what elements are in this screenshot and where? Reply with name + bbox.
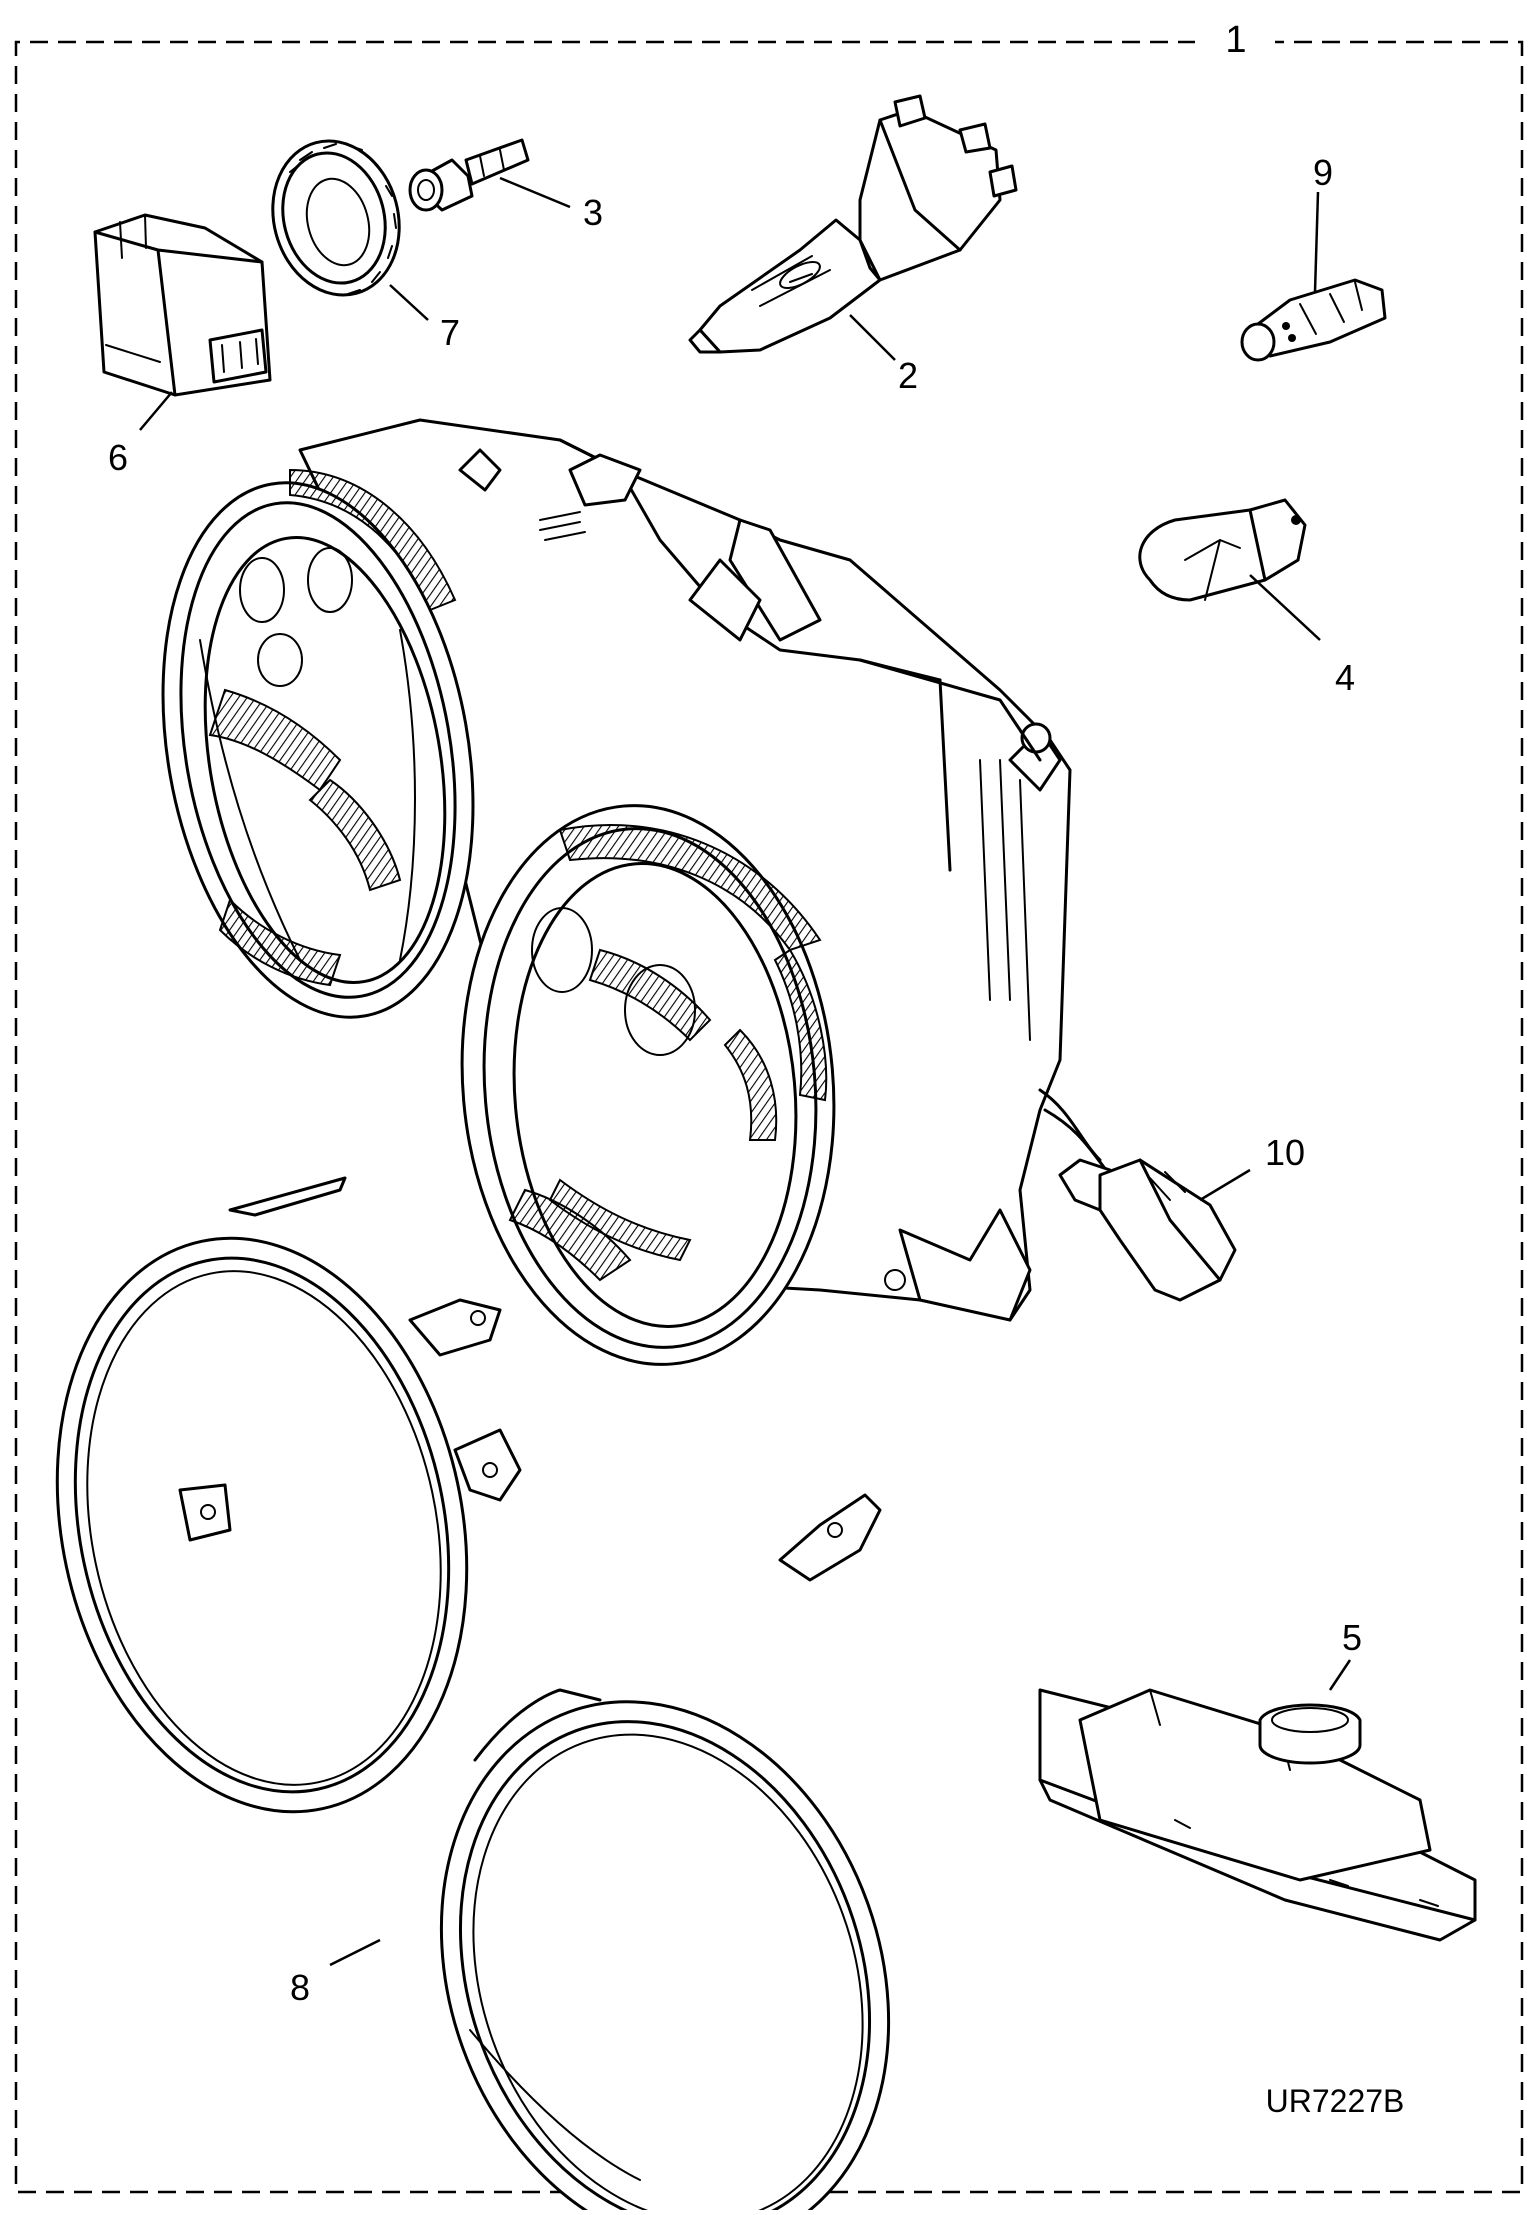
leader-9	[1313, 191, 1320, 293]
leader-4	[1249, 574, 1321, 641]
callout-5: 5	[1342, 1617, 1362, 1658]
part-4-bayonet-bulb	[1138, 498, 1307, 602]
leader-8	[329, 1938, 381, 1967]
part-2-halogen-bulb	[688, 94, 1018, 354]
callout-3: 3	[583, 192, 603, 233]
headlamp-assembly	[161, 418, 1237, 1366]
callout-2: 2	[898, 355, 918, 396]
callout-7: 7	[440, 312, 460, 353]
frame-label-gap	[1195, 15, 1275, 65]
leader-10	[1199, 1168, 1251, 1202]
callout-6: 6	[108, 437, 128, 478]
part-8-headlamp-bezels	[55, 1176, 891, 2215]
leader-3	[499, 176, 571, 209]
callout-8: 8	[290, 1967, 310, 2008]
part-5-ballast-module	[1038, 1688, 1477, 1942]
part-3-bulb-socket	[408, 138, 530, 212]
callout-4: 4	[1335, 657, 1355, 698]
part-6-module	[93, 213, 272, 397]
callout-9: 9	[1313, 152, 1333, 193]
part-9-wedge-bulb	[1240, 278, 1387, 362]
leader-7	[389, 284, 429, 321]
leader-5	[1328, 1659, 1352, 1691]
assembly-boundary-frame	[14, 40, 1524, 2194]
diagram-reference-code: UR7227B	[1266, 2083, 1405, 2119]
leader-2	[849, 314, 896, 361]
callout-1: 1	[1225, 19, 1246, 61]
callout-10: 10	[1265, 1132, 1305, 1173]
part-7-retaining-ring	[271, 139, 401, 297]
leader-6	[139, 391, 173, 431]
